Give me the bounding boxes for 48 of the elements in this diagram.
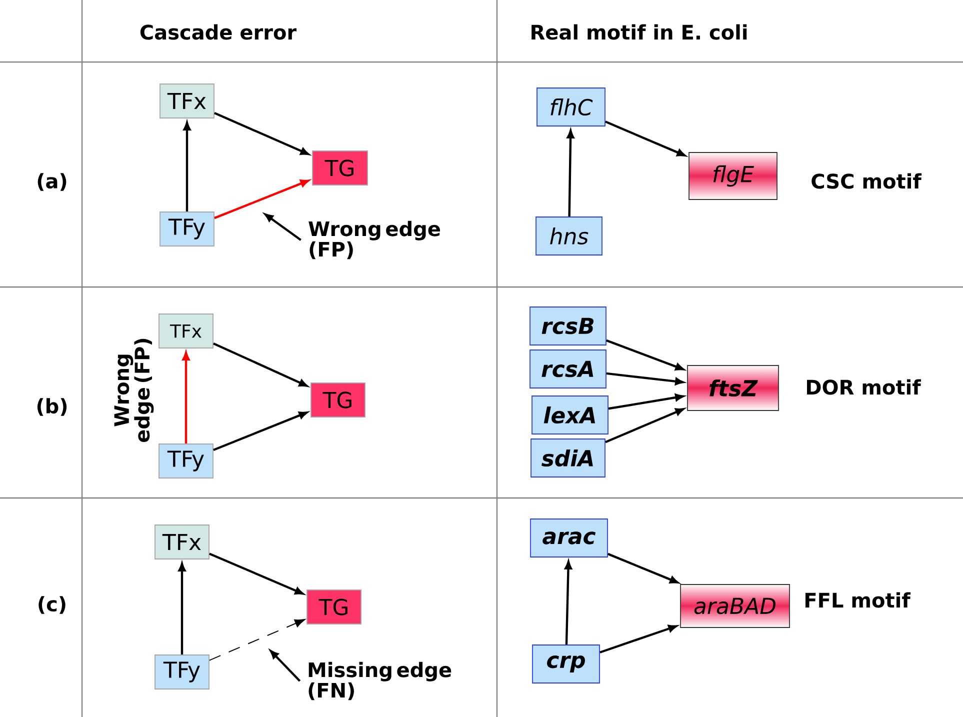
gene-box: hns [536, 216, 602, 256]
arrow [208, 619, 306, 661]
arrow [213, 342, 308, 387]
factor-box: TFx [154, 524, 210, 560]
row-label: (b) [37, 398, 67, 416]
target-gene-box: araBAD [680, 584, 790, 628]
motif-label: CSC motif [812, 173, 922, 189]
gene-box: rcsB [530, 306, 606, 346]
arrow [214, 112, 309, 156]
column-header: Real motif in E. coli [532, 24, 747, 40]
row-label: (c) [38, 596, 66, 614]
target-box: TG [306, 590, 362, 624]
factor-box: TFy [160, 212, 214, 246]
gene-box: rcsA [530, 350, 606, 388]
gene-box: arac [530, 518, 608, 558]
row-label: (a) [38, 173, 66, 191]
factor-box: TFy [154, 654, 210, 690]
arrow [600, 624, 677, 654]
gene-box: flhC [536, 88, 606, 126]
gene-box: sdiA [530, 438, 606, 478]
factor-box: TFx [158, 314, 214, 348]
arrow [606, 372, 684, 386]
arrow [183, 122, 191, 212]
target-box: TG [312, 150, 368, 186]
arrow [605, 408, 684, 444]
target-gene-box: ftsZ [687, 365, 779, 411]
factor-box: TFx [160, 84, 214, 118]
arrow [608, 552, 678, 584]
leader-arrow [270, 650, 301, 682]
arrow [182, 352, 190, 444]
arrow [178, 562, 186, 655]
annotation-text: Wrong edge (FP) [114, 338, 154, 442]
target-box: TG [310, 382, 366, 418]
arrow [608, 394, 684, 410]
leader-arrow [264, 214, 302, 241]
target-gene-box: flgE [688, 152, 778, 200]
arrow [606, 339, 684, 370]
arrow [209, 552, 304, 595]
column-header: Cascade error [140, 24, 297, 40]
annotation-text: Wrong edge (FP) [308, 220, 440, 260]
gene-box: lexA [532, 396, 608, 434]
arrow [605, 120, 686, 156]
motif-label: DOR motif [807, 379, 922, 395]
factor-box: TFy [158, 444, 214, 478]
arrow [213, 412, 308, 452]
gene-box: crp [532, 644, 600, 684]
arrow [564, 560, 572, 645]
annotation-text: Missing edge (FN) [308, 662, 452, 700]
